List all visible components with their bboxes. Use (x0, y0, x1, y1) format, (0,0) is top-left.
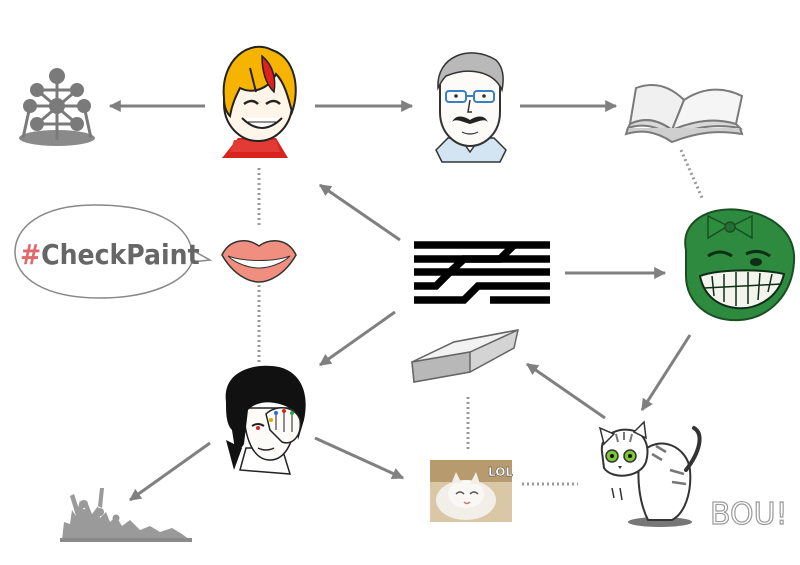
lol-cat-photo: LOL (430, 460, 514, 522)
dotted-book-to-troll (679, 149, 705, 201)
arrow-emo-to-crowd (129, 441, 211, 502)
coffin-icon (411, 329, 519, 383)
crowd-icon (60, 488, 192, 542)
blonde-boy-icon (222, 45, 297, 158)
mustache-man-icon (435, 52, 507, 163)
troll-face-icon (684, 208, 796, 322)
arrow-center-to-emo (319, 310, 396, 367)
hashtag-word: CheckPaint (41, 238, 200, 271)
open-book-icon (624, 83, 744, 144)
arrows (108, 100, 692, 502)
arrow-emo-to-lolcat (314, 436, 405, 480)
dotted-links (257, 149, 705, 486)
bou-caption: BOU! (710, 497, 788, 532)
scared-cat-icon: BOU! (598, 420, 788, 533)
atomium-icon (19, 68, 95, 146)
hashtag-text: #CheckPaint (20, 238, 200, 271)
arrow-center-to-boy (319, 183, 401, 242)
hashtag-symbol: # (20, 238, 41, 271)
emo-girl-icon (225, 365, 306, 475)
lol-badge: LOL (488, 465, 513, 479)
lips-icon (221, 240, 297, 283)
center-striped-logo (414, 241, 550, 304)
arrow-troll-to-cat (640, 334, 692, 412)
speech-bubble: #CheckPaint (14, 204, 213, 299)
arrow-cat-to-coffin (526, 362, 606, 420)
